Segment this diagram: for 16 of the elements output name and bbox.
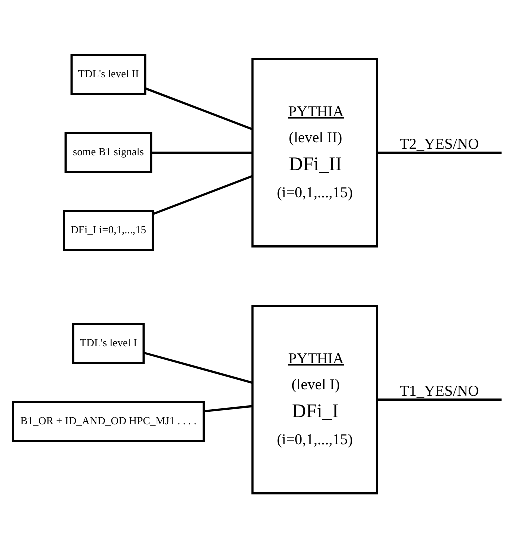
connector xyxy=(376,398,502,401)
edge-label: T2_YES/NO xyxy=(400,136,479,153)
node-box: PYTHIA (level I) DFi_I (i=0,1,...,15) xyxy=(251,305,378,495)
node-box: TDL's level I xyxy=(72,322,144,364)
node-box: DFi_I i=0,1,...,15 xyxy=(62,210,154,252)
edge-label: T1_YES/NO xyxy=(400,382,479,400)
node-box: some B1 signals xyxy=(64,132,152,174)
connector xyxy=(143,352,252,384)
connector xyxy=(152,175,252,216)
node-box: B1_OR + ID_AND_OD HPC_MJ1 . . . . xyxy=(12,400,205,442)
node-box: PYTHIA (level II) DFi_II (i=0,1,...,15) xyxy=(251,58,378,248)
node-box: TDL's level II xyxy=(70,54,146,96)
connector xyxy=(376,152,502,154)
connector xyxy=(151,152,252,154)
connector xyxy=(144,88,253,130)
connector xyxy=(203,405,252,413)
